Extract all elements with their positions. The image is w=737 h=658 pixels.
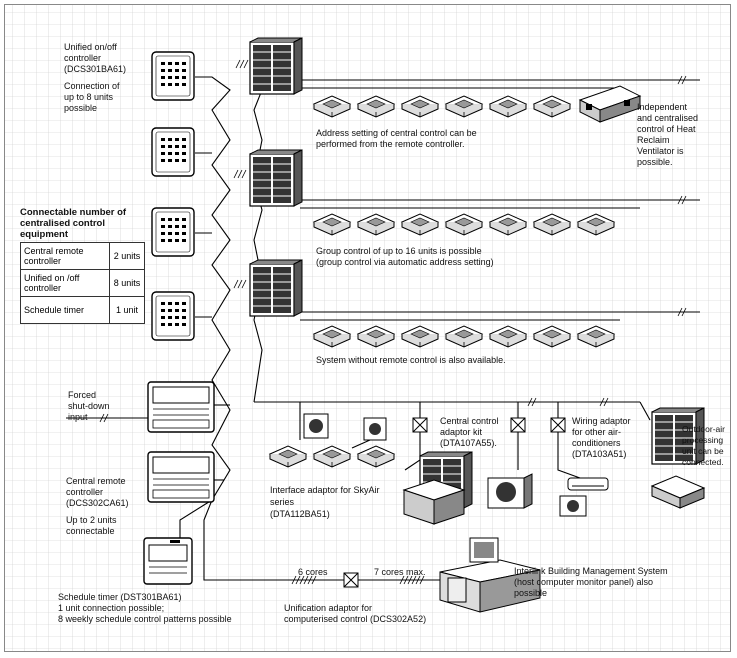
unification-adaptor-note-1: Unification adaptor for: [284, 603, 373, 613]
outdoor-unit-icon: [249, 149, 303, 207]
table-cell: 2 units: [109, 242, 145, 270]
group-control-note-2: (group control via automatic address set…: [316, 257, 494, 267]
skyair-note-1: Interface adaptor for SkyAir: [270, 485, 380, 495]
six-cores-label: 6 cores: [298, 567, 328, 577]
unified-connection-3: possible: [64, 103, 98, 113]
wiring-adaptor-note-2: for other air-: [572, 427, 622, 437]
table-cell: 1 unit: [109, 296, 145, 324]
small-outdoor-unit-icon: [559, 495, 587, 517]
outdoor-air-note-1: Outdoor-air: [682, 424, 725, 434]
central-remote-note-2: controller: [66, 487, 104, 497]
unified-controller-title: Unified on/off: [64, 42, 117, 52]
central-adaptor-note-1: Central control: [440, 416, 499, 426]
table-row: Central remote controller 2 units: [20, 242, 145, 270]
wiring-adaptor-note-1: Wiring adaptor: [572, 416, 631, 426]
hrv-note-6: possible.: [637, 157, 673, 167]
unified-controller-model: (DCS301BA61): [64, 64, 127, 74]
outdoor-air-note-2: processing: [682, 435, 724, 445]
wiring-adaptor-note-3: conditioners: [572, 438, 621, 448]
skyair-outdoor-unit-icon: [303, 413, 387, 441]
forced-shutdown-3: input: [68, 412, 88, 422]
schedule-timer-note-1: Schedule timer (DST301BA61): [58, 592, 182, 602]
hrv-note-1: Independent: [637, 102, 688, 112]
table-cell: Schedule timer: [20, 296, 110, 324]
wiring-adaptor-icon: [550, 417, 566, 433]
unified-controller-icon: [151, 207, 195, 257]
hrv-note-4: Reclaim: [637, 135, 670, 145]
table-row: Unified on /off controller 8 units: [20, 269, 145, 297]
outdoor-unit-icon: [249, 259, 303, 317]
duct-unit-icon: [650, 475, 706, 509]
unified-controller-icon: [151, 291, 195, 341]
central-control-adaptor-icon: [412, 417, 428, 433]
condensing-unit-icon: [487, 473, 533, 509]
central-remote-controller-icon: [147, 381, 215, 433]
indoor-package-unit-icon: [403, 479, 465, 525]
adaptor-box-icon: [510, 417, 526, 433]
central-remote-note-4: Up to 2 units: [66, 515, 117, 525]
unified-controller-title-2: controller: [64, 53, 102, 63]
central-adaptor-note-3: (DTA107A55).: [440, 438, 497, 448]
skyair-note-3: (DTA112BA51): [270, 509, 330, 519]
central-adaptor-note-2: adaptor kit: [440, 427, 483, 437]
table-cell: Central remote controller: [20, 242, 110, 270]
bms-note-2: (host computer monitor panel) also: [514, 577, 654, 587]
unified-controller-icon: [151, 127, 195, 177]
central-remote-note-3: (DCS302CA61): [66, 498, 129, 508]
no-remote-note: System without remote control is also av…: [316, 355, 506, 365]
address-setting-note-2: performed from the remote controller.: [316, 139, 465, 149]
hrv-note-2: and centralised: [637, 113, 699, 123]
unification-adaptor-icon: [343, 572, 359, 588]
bms-note-3: possible: [514, 588, 548, 598]
wiring-adaptor-note-4: (DTA103A51): [572, 449, 627, 459]
schedule-timer-note-2: 1 unit connection possible;: [58, 603, 165, 613]
table-cell: Unified on /off controller: [20, 269, 110, 297]
wall-mounted-unit-icon: [567, 477, 609, 491]
group-control-note-1: Group control of up to 16 units is possi…: [316, 246, 482, 256]
heat-reclaim-ventilator-icon: [578, 85, 642, 123]
central-remote-controller-icon: [147, 451, 215, 503]
connectable-title-2: centralised control: [20, 218, 105, 229]
unified-connection-1: Connection of: [64, 81, 120, 91]
bms-note-1: Interlink Building Management System: [514, 566, 668, 576]
outdoor-unit-icon: [249, 37, 303, 95]
schedule-timer-note-3: 8 weekly schedule control patterns possi…: [58, 614, 232, 624]
central-remote-note-5: connectable: [66, 526, 115, 536]
table-cell: 8 units: [109, 269, 145, 297]
table-row: Schedule timer 1 unit: [20, 296, 145, 324]
connectable-title-1: Connectable number of: [20, 207, 127, 218]
connectable-title-3: equipment: [20, 229, 69, 240]
forced-shutdown-1: Forced: [68, 390, 97, 400]
unification-adaptor-note-2: computerised control (DCS302A52): [284, 614, 427, 624]
unified-controller-icon: [151, 51, 195, 101]
hrv-note-5: Ventilator is: [637, 146, 684, 156]
connectable-table: Central remote controller 2 units Unifie…: [20, 242, 145, 324]
outdoor-air-note-4: connected.: [682, 457, 724, 467]
forced-shutdown-2: shut-down: [68, 401, 110, 411]
schedule-timer-icon: [143, 537, 193, 585]
seven-cores-label: 7 cores max.: [374, 567, 426, 577]
outdoor-air-note-3: unit can be: [682, 446, 724, 456]
address-setting-note-1: Address setting of central control can b…: [316, 128, 477, 138]
skyair-note-2: series: [270, 497, 295, 507]
hrv-note-3: control of Heat: [637, 124, 696, 134]
building-management-computer-icon: [439, 537, 541, 613]
unified-connection-2: up to 8 units: [64, 92, 114, 102]
central-remote-note-1: Central remote: [66, 476, 126, 486]
